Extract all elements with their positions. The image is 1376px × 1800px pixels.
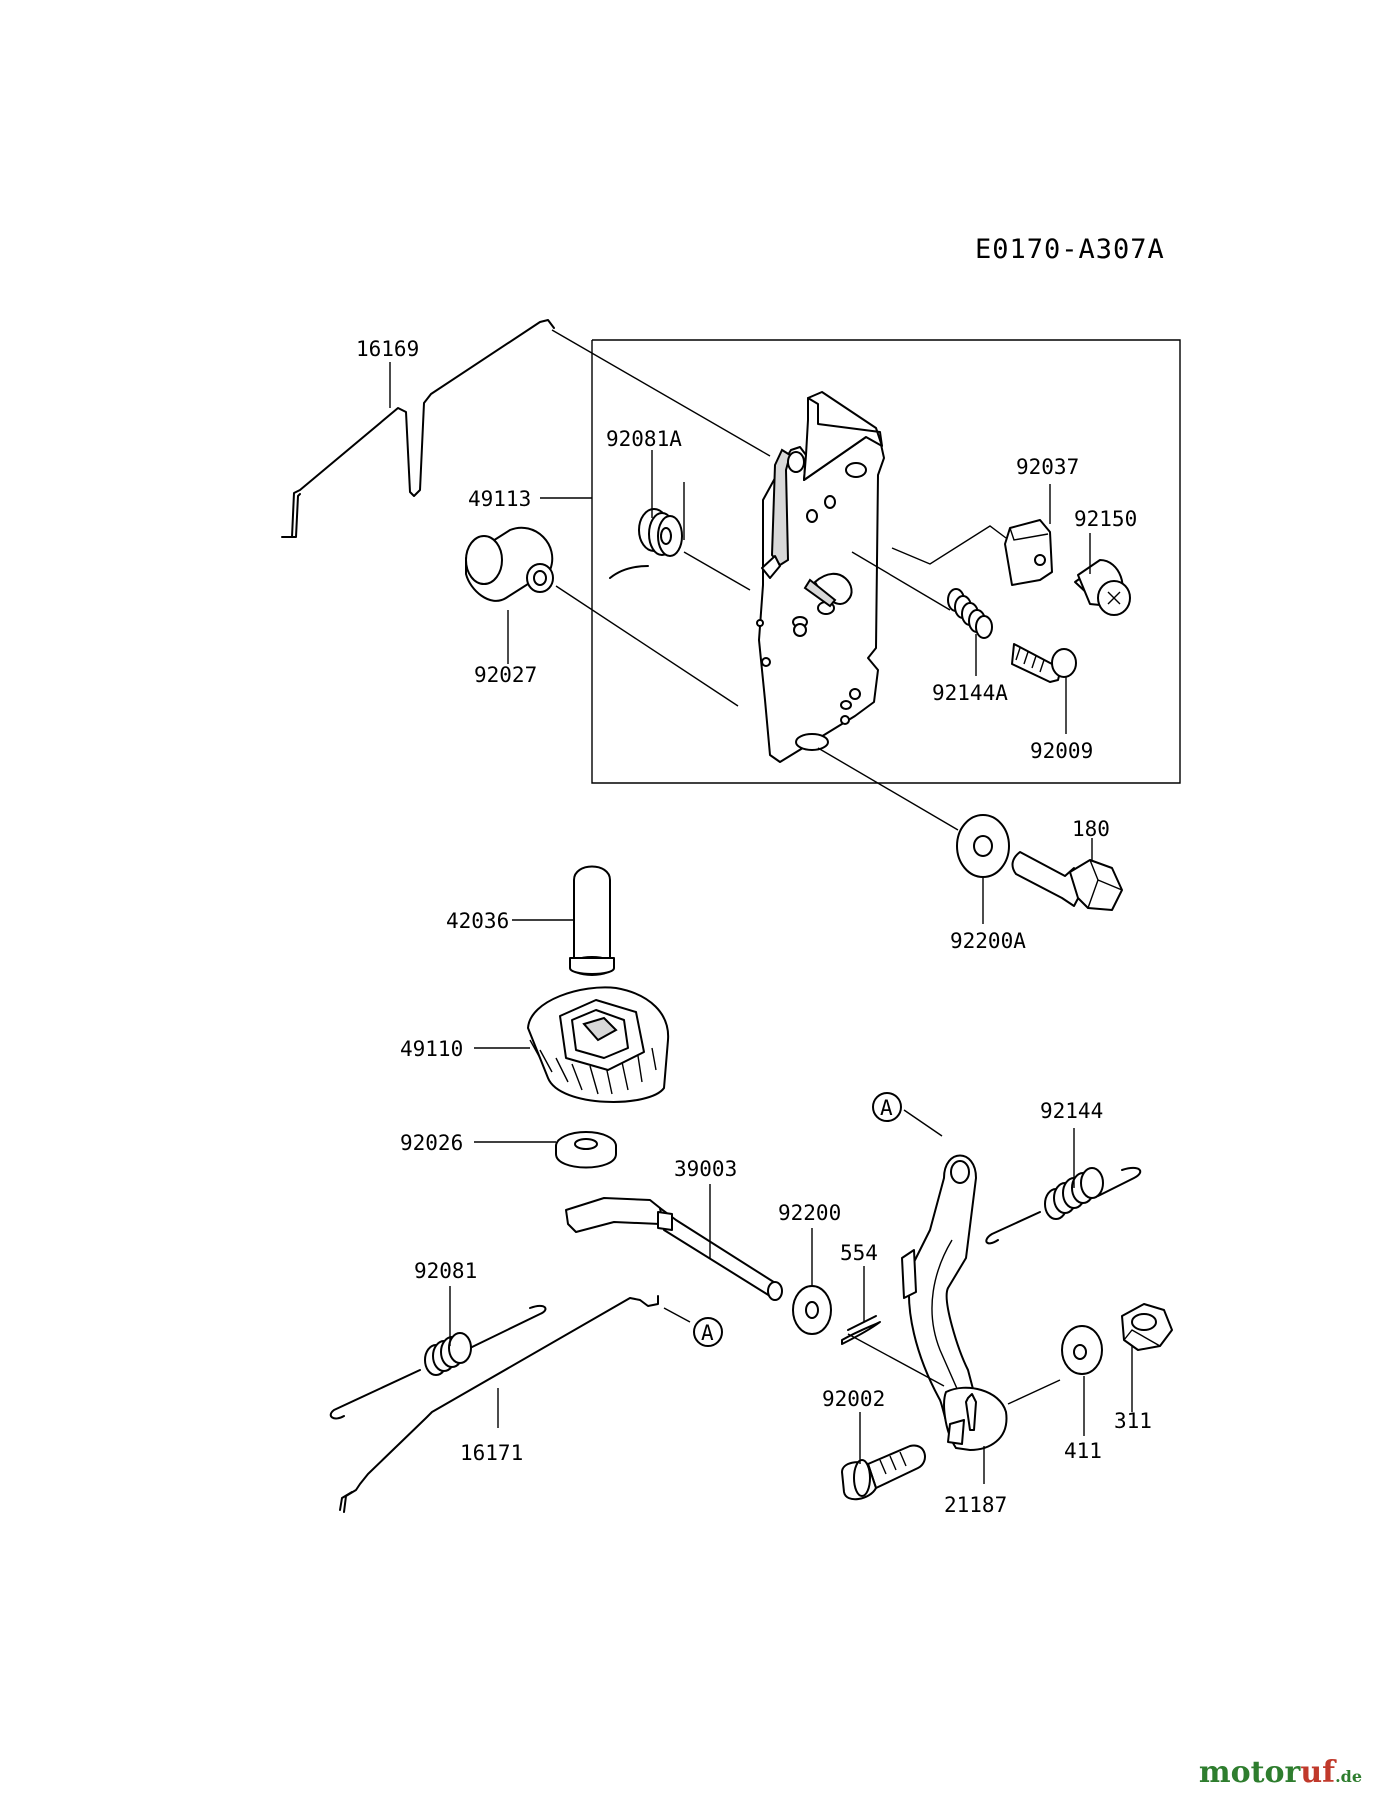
label-16169: 16169 xyxy=(356,337,419,361)
bolt-92002 xyxy=(841,1444,926,1501)
gear-49110 xyxy=(527,986,670,1103)
label-39003: 39003 xyxy=(674,1157,737,1181)
label-411: 411 xyxy=(1064,1439,1102,1463)
label-311: 311 xyxy=(1114,1409,1152,1433)
leader-lines xyxy=(389,329,1133,1484)
label-49113: 49113 xyxy=(468,487,531,511)
label-92144A: 92144A xyxy=(932,681,1008,705)
label-92027: 92027 xyxy=(474,663,537,687)
watermark-part3: .de xyxy=(1335,1767,1362,1786)
label-92026: 92026 xyxy=(400,1131,463,1155)
bracket-92037 xyxy=(1004,519,1053,586)
spring-92081A xyxy=(609,508,683,579)
collar-92027 xyxy=(465,526,554,602)
label-92081A: 92081A xyxy=(606,427,682,451)
site-watermark: motoruf.de xyxy=(1199,1755,1362,1790)
assembly-box xyxy=(591,339,1181,784)
callout-a-upper: A xyxy=(872,1092,902,1122)
clip-554 xyxy=(841,1315,881,1345)
label-92144: 92144 xyxy=(1040,1099,1103,1123)
label-92009: 92009 xyxy=(1030,739,1093,763)
label-42036: 42036 xyxy=(446,909,509,933)
label-92037: 92037 xyxy=(1016,455,1079,479)
rod-16169 xyxy=(281,319,555,538)
label-92081: 92081 xyxy=(414,1259,477,1283)
spring-92081 xyxy=(329,1304,547,1420)
nut-311 xyxy=(1121,1303,1173,1351)
label-92150: 92150 xyxy=(1074,507,1137,531)
shaft-39003 xyxy=(565,1197,783,1301)
label-49110: 49110 xyxy=(400,1037,463,1061)
callout-a-lower-text: A xyxy=(701,1321,714,1345)
bolt-92150 xyxy=(1074,559,1131,616)
rod-16171 xyxy=(339,1295,659,1513)
label-92200A: 92200A xyxy=(950,929,1026,953)
bolt-180 xyxy=(1011,851,1123,911)
watermark-part2: uf xyxy=(1300,1755,1336,1790)
control-plate-49113 xyxy=(756,391,885,763)
washer-92026 xyxy=(555,1131,617,1169)
label-92200: 92200 xyxy=(778,1201,841,1225)
label-92002: 92002 xyxy=(822,1387,885,1411)
cap-42036 xyxy=(569,865,615,976)
diagram-code: E0170-A307A xyxy=(975,234,1165,265)
spring-92144A xyxy=(947,588,993,639)
label-180: 180 xyxy=(1072,817,1110,841)
watermark-part1: motor xyxy=(1198,1755,1301,1790)
lever-21187 xyxy=(901,1154,1008,1451)
part-labels: 16169 92081A 49113 92037 92150 92027 921… xyxy=(356,337,1152,1517)
callout-a-lower: A xyxy=(693,1317,723,1347)
label-21187: 21187 xyxy=(944,1493,1007,1517)
washer-92200 xyxy=(792,1285,832,1335)
washer-92200A xyxy=(956,814,1010,878)
label-16171: 16171 xyxy=(460,1441,523,1465)
callout-a-upper-text: A xyxy=(880,1096,893,1120)
screw-92009 xyxy=(1011,643,1077,683)
label-554: 554 xyxy=(840,1241,878,1265)
washer-411 xyxy=(1061,1325,1103,1375)
spring-92144 xyxy=(985,1166,1142,1245)
